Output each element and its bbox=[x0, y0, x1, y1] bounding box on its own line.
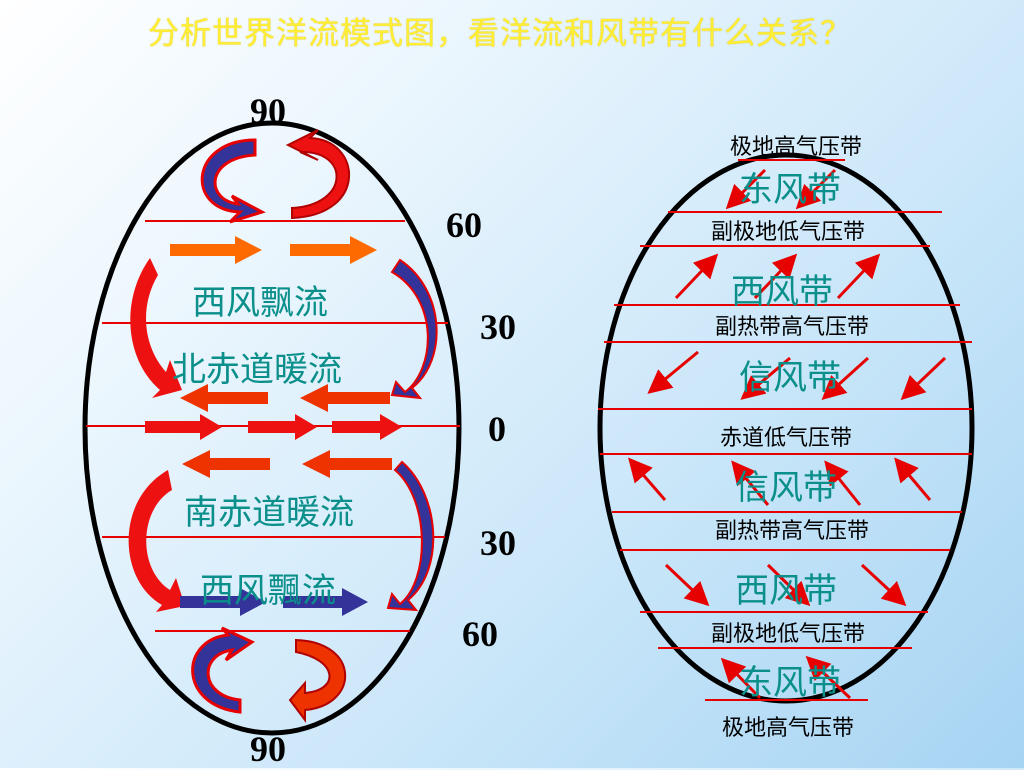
drift-arrow-south-2 bbox=[283, 588, 368, 616]
wind-arrow-sw-1 bbox=[664, 563, 710, 607]
lat-label-south-30: 30 bbox=[480, 523, 516, 563]
ecc-arrow-3 bbox=[332, 414, 402, 440]
belt-south-subtropical-high: 副热带高气压带 bbox=[714, 519, 870, 544]
wind-arrow-nw-3 bbox=[836, 253, 881, 300]
neq-arrow-2 bbox=[300, 384, 390, 412]
wind-arrow-se-1 bbox=[720, 657, 762, 700]
loop-south-left-warm bbox=[128, 470, 185, 612]
wind-arrow-se-2 bbox=[805, 655, 852, 700]
wind-arrow-nt-4 bbox=[900, 356, 947, 401]
current-label-north-equatorial: 北赤道暖流 bbox=[172, 350, 342, 390]
wind-north-trades: 信风带 bbox=[739, 358, 841, 398]
current-label-north-westerly-drift: 西风飘流 bbox=[192, 283, 328, 323]
left-ellipse bbox=[82, 120, 462, 736]
wind-arrow-nw-2 bbox=[753, 253, 798, 300]
wind-north-polar-easterlies: 东风带 bbox=[739, 170, 841, 210]
lat-label-south-60: 60 bbox=[462, 614, 498, 654]
loop-north-right-cold bbox=[390, 258, 438, 400]
belt-north-polar-high: 极地高气压带 bbox=[729, 135, 863, 160]
belt-equatorial-low: 赤道低气压带 bbox=[719, 426, 853, 451]
wind-arrow-nt-3 bbox=[821, 356, 870, 401]
drift-arrow-north-2 bbox=[290, 236, 377, 264]
wind-arrow-ne-1 bbox=[725, 168, 767, 210]
ecc-arrow-2 bbox=[248, 414, 317, 440]
lat-label-north-90: 90 bbox=[250, 91, 286, 131]
wind-arrow-st-1 bbox=[628, 457, 667, 501]
lat-label-equator: 0 bbox=[488, 409, 506, 449]
curl-bottom-right-warm bbox=[288, 638, 347, 723]
wind-south-polar-easterlies: 东风带 bbox=[739, 663, 841, 703]
page-title: 分析世界洋流模式图，看洋流和风带有什么关系？ bbox=[148, 16, 852, 52]
wind-south-trades: 信风带 bbox=[735, 468, 837, 508]
drift-arrow-south-1 bbox=[180, 588, 266, 616]
wind-arrow-sw-2 bbox=[766, 563, 811, 607]
wind-model bbox=[597, 152, 975, 704]
curl-top-right-warm bbox=[285, 129, 351, 220]
neq-arrow-1 bbox=[180, 384, 268, 412]
loop-south-right-cold bbox=[386, 460, 435, 612]
curl-bottom-left-cold bbox=[191, 626, 256, 714]
ecc-arrow-1 bbox=[145, 414, 222, 440]
current-label-south-equatorial: 南赤道暖流 bbox=[184, 493, 354, 533]
lat-label-south-90: 90 bbox=[250, 729, 286, 769]
wind-arrow-nt-1 bbox=[647, 350, 699, 394]
belt-south-subpolar-low: 副极地低气压带 bbox=[710, 622, 866, 647]
wind-arrow-st-3 bbox=[824, 460, 862, 506]
belt-north-subtropical-high: 副热带高气压带 bbox=[714, 315, 870, 340]
wind-arrow-sw-3 bbox=[860, 563, 907, 607]
wind-arrow-nt-2 bbox=[740, 356, 791, 400]
wind-arrow-ne-2 bbox=[795, 168, 837, 210]
wind-north-westerlies: 西风带 bbox=[731, 272, 833, 312]
drift-arrow-north-1 bbox=[170, 236, 262, 264]
seq-arrow-1 bbox=[182, 450, 270, 478]
current-model bbox=[82, 120, 462, 736]
current-label-south-westerly-drift: 西风飄流 bbox=[200, 571, 336, 611]
curl-top-left-cold bbox=[200, 138, 266, 224]
belt-north-subpolar-low: 副极地低气压带 bbox=[710, 220, 866, 245]
wind-arrow-st-4 bbox=[894, 457, 932, 501]
loop-north-left-warm bbox=[130, 258, 182, 398]
lat-label-north-30: 30 bbox=[480, 307, 516, 347]
lat-label-north-60: 60 bbox=[446, 205, 482, 245]
belt-south-polar-high: 极地高气压带 bbox=[721, 716, 855, 741]
seq-arrow-2 bbox=[302, 450, 392, 478]
wind-arrow-st-2 bbox=[731, 460, 770, 506]
wind-south-westerlies: 西风带 bbox=[735, 571, 837, 611]
wind-arrow-nw-1 bbox=[674, 253, 719, 300]
